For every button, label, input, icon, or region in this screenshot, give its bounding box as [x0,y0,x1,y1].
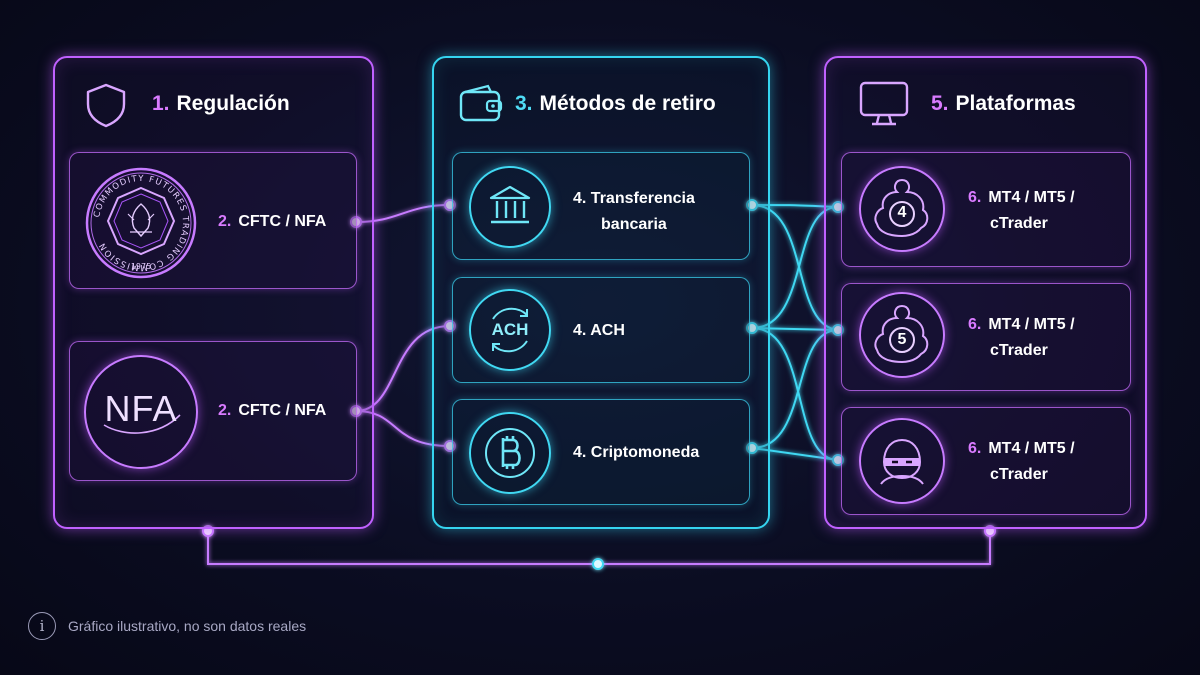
node-dot [832,324,844,336]
ctrader-ninja-icon [859,418,945,509]
footer-text: Gráfico ilustrativo, no son datos reales [68,618,307,634]
mt5-circle [859,292,945,378]
node-dot [592,558,604,570]
cftc-seal-icon: COMMODITY FUTURES TRADING COMMISSION 197… [84,166,198,285]
wire-nfa-ach [355,325,451,412]
info-icon: i [28,612,56,640]
bank-circle [469,166,551,248]
ach-refresh-icon [469,289,551,376]
footer-note: i Gráfico ilustrativo, no son datos real… [28,612,306,640]
ach-circle [469,289,551,371]
wire-ach-down [751,327,839,461]
ach-label: 4. ACH [573,322,625,339]
nfa-logo-text: NFA [104,388,178,429]
node-dot [832,201,844,213]
node-dot [832,454,844,466]
ach-icon-text: ACH [491,320,529,339]
mt5-badge-text: 5 [897,331,907,348]
svg-text:1975: 1975 [131,262,151,271]
platform-label-3: 6.MT4 / MT5 / cTrader [968,440,1075,483]
wire-crypto-mid [751,447,839,461]
platforms-title: 5.Plataformas [931,92,1076,115]
platform-label-2: 6.MT4 / MT5 / cTrader [968,316,1075,359]
nfa-logo [84,355,198,469]
crypto-circle [469,412,551,494]
wire-cftc-bank [355,204,451,223]
wire-crypto-up [751,329,839,449]
mt4-badge-text: 4 [897,204,907,221]
wire-ach-mid [751,327,839,331]
monitor-icon [858,80,910,133]
platform-label-1: 6.MT4 / MT5 / cTrader [968,189,1075,232]
wire-ach-up [751,206,839,329]
nfa-logo-icon [84,355,198,474]
metatrader-icon [859,166,945,257]
mt4-circle [859,166,945,252]
nfa-label: 2.CFTC / NFA [218,402,327,419]
bank-transfer-label: 4. Transferencia bancaria [573,190,695,233]
shield-icon [84,82,128,133]
bank-icon [469,166,551,253]
wallet-icon [458,84,504,129]
bitcoin-icon [469,412,551,499]
regulation-title: 1.Regulación [152,92,290,115]
ctrader-circle [859,418,945,504]
withdrawal-title: 3.Métodos de retiro [515,92,716,115]
cftc-label: 2.CFTC / NFA [218,213,327,230]
crypto-label: 4. Criptomoneda [573,444,700,461]
metatrader-icon [859,292,945,383]
